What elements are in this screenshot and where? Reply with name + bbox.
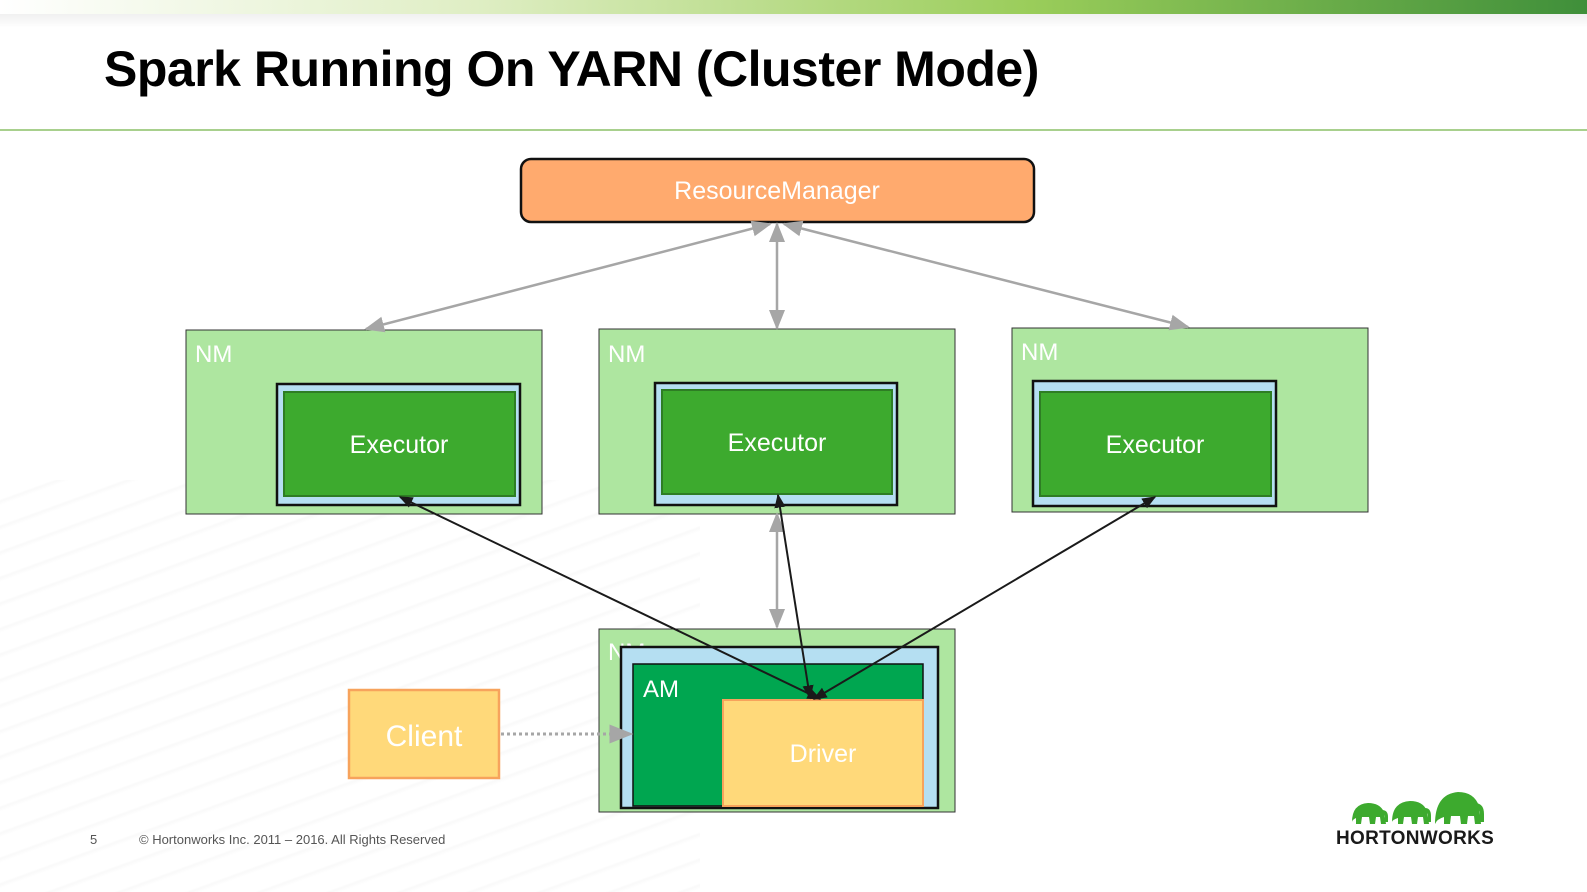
executor-3-label: Executor bbox=[1106, 431, 1205, 459]
nm-3-label: NM bbox=[1021, 339, 1058, 366]
top-accent-bar bbox=[0, 0, 1587, 14]
executor-2-label: Executor bbox=[728, 429, 827, 457]
node-manager-3: NM Executor bbox=[1011, 327, 1369, 513]
slide-title: Spark Running On YARN (Cluster Mode) bbox=[104, 41, 1039, 97]
nm-1-label: NM bbox=[195, 341, 232, 368]
client: Client bbox=[347, 688, 501, 780]
elephant-icons bbox=[1352, 792, 1484, 824]
am-node-manager: NM AM Driver bbox=[598, 628, 956, 813]
am-label: AM bbox=[643, 676, 679, 703]
executor-1 bbox=[283, 391, 516, 497]
executor-3 bbox=[1039, 391, 1272, 497]
client-label: Client bbox=[386, 720, 463, 753]
arrow-rm-nm3 bbox=[782, 220, 1190, 331]
nm-2-label: NM bbox=[608, 341, 645, 368]
arrow-exec3-driver bbox=[812, 496, 1157, 700]
executor-1-label: Executor bbox=[350, 431, 449, 459]
title-divider bbox=[0, 129, 1587, 131]
resource-manager: ResourceManager bbox=[519, 157, 1036, 224]
arrow-exec2-driver bbox=[774, 493, 814, 700]
driver bbox=[722, 699, 924, 807]
driver-label: Driver bbox=[790, 740, 857, 768]
logo-wordmark: HORTONWORKS bbox=[1336, 828, 1494, 849]
arrow-rm-nm1 bbox=[364, 220, 772, 333]
node-manager-1: NM Executor bbox=[185, 329, 543, 515]
page-number: 5 bbox=[90, 832, 98, 847]
copyright-notice: © Hortonworks Inc. 2011 – 2016. All Righ… bbox=[139, 832, 446, 847]
arrow-exec1-driver bbox=[398, 496, 822, 700]
hortonworks-logo: HORTONWORKS bbox=[1336, 792, 1494, 849]
executor-2 bbox=[661, 389, 893, 495]
resource-manager-label: ResourceManager bbox=[674, 177, 880, 205]
top-accent-shadow bbox=[0, 14, 1587, 28]
node-manager-2: NM Executor bbox=[598, 328, 956, 515]
